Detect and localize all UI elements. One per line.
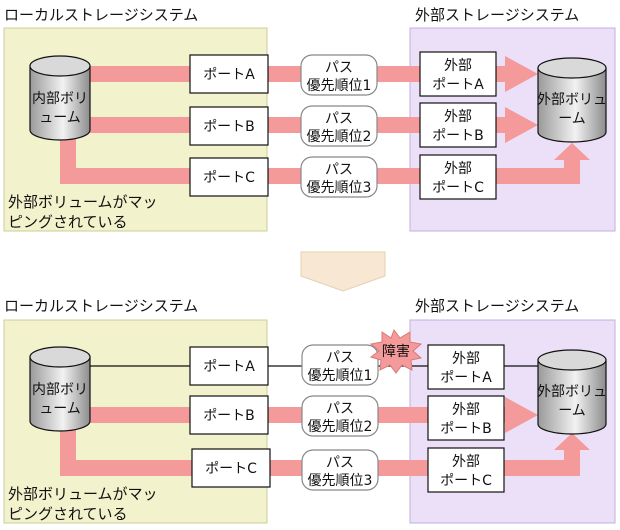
path-priority-1-line1: パス: [325, 60, 353, 76]
path-priority-1-line2: 優先順位1: [307, 78, 372, 94]
path-arrow-b-2-head: [505, 397, 538, 433]
external-port-c-2-line2: ポートC: [440, 473, 492, 489]
path-priority-1-2: パス 優先順位1: [301, 344, 379, 386]
internal-volume-2-line2: ューム: [39, 401, 81, 417]
local-system-title-2: ローカルストレージシステム: [4, 297, 198, 315]
internal-volume: 内部ボリ ューム: [29, 55, 91, 141]
path-arrow-c-2-head: [554, 433, 590, 450]
external-port-a-2-line2: ポートA: [440, 370, 492, 386]
path-arrow-a-head: [505, 56, 538, 92]
external-volume-2-line1: 外部ボリュ: [537, 384, 607, 400]
external-port-b: 外部 ポートB: [419, 102, 497, 148]
path-priority-3: パス 優先順位3: [300, 156, 378, 198]
internal-volume-2: 内部ボリ ューム: [29, 346, 91, 432]
local-port-b-label: ポートB: [203, 119, 255, 135]
internal-volume-label-line1: 内部ボリ: [32, 91, 88, 107]
path-arrow-c-2-riser: [564, 448, 580, 476]
path-priority-2-line1: パス: [325, 111, 353, 127]
path-priority-3-2-line2: 優先順位3: [308, 473, 373, 489]
path-priority-2-2: パス 優先順位2: [301, 395, 379, 437]
external-port-b-line1: 外部: [444, 109, 472, 125]
external-volume-label-line2: ーム: [558, 111, 586, 127]
external-port-a-2: 外部 ポートA: [427, 344, 505, 390]
external-system-title: 外部ストレージシステム: [415, 6, 579, 24]
external-port-a-line2: ポートA: [432, 77, 484, 93]
path-priority-3-2: パス 優先順位3: [301, 449, 379, 491]
path-priority-3-line1: パス: [325, 162, 353, 178]
path-priority-1: パス 優先順位1: [300, 54, 378, 96]
failure-burst-shape: [369, 328, 423, 374]
external-volume-2-line2: ーム: [558, 403, 586, 419]
local-port-c: ポートC: [189, 157, 269, 197]
external-port-c: 外部 ポートC: [419, 154, 497, 200]
local-port-c-label: ポートC: [203, 170, 255, 186]
internal-volume-label-line2: ューム: [39, 110, 81, 126]
mapping-note-2-line2: ピングされている: [8, 505, 128, 523]
path-priority-2-line2: 優先順位2: [307, 129, 372, 145]
path-arrow-c-riser: [564, 158, 580, 184]
local-port-a: ポートA: [189, 54, 269, 94]
path-arrow-b-head: [505, 107, 538, 143]
local-port-c-2: ポートC: [191, 448, 271, 488]
failure-burst: 障害: [369, 328, 423, 374]
external-volume: 外部ボリュ ーム: [537, 57, 607, 143]
external-port-c-line1: 外部: [444, 161, 472, 177]
external-port-b-2: 外部 ポートB: [427, 395, 505, 441]
transition-down-arrow: [300, 251, 386, 292]
path-priority-2-2-line2: 優先順位2: [308, 419, 373, 435]
external-volume-label-line1: 外部ボリュ: [537, 92, 607, 108]
path-priority-1-2-line1: パス: [326, 350, 354, 366]
path-priority-3-2-line1: パス: [326, 455, 354, 471]
local-port-b-2: ポートB: [189, 395, 269, 435]
local-port-a-2: ポートA: [189, 346, 269, 386]
path-priority-3-line2: 優先順位3: [307, 180, 372, 196]
mapping-note-line2: ピングされている: [8, 213, 128, 231]
path-priority-2-2-line1: パス: [326, 401, 354, 417]
local-port-b-2-label: ポートB: [203, 408, 255, 424]
local-port-a-label: ポートA: [203, 67, 255, 83]
mapping-note-2-line1: 外部ボリュームがマッ: [8, 485, 158, 503]
external-port-a: 外部 ポートA: [419, 51, 497, 97]
scenario-failure: ローカルストレージシステム 外部ストレージシステム 内部ボリ ューム: [3, 297, 616, 524]
external-port-c-line2: ポートC: [432, 180, 484, 196]
path-priority-1-2-line2: 優先順位1: [308, 368, 373, 384]
external-port-a-line1: 外部: [444, 58, 472, 74]
external-port-b-2-line2: ポートB: [440, 421, 492, 437]
failure-label: 障害: [382, 344, 410, 360]
scenario-normal: ローカルストレージシステム 外部ストレージシステム 内部ボリ ューム 外部ボリュ: [3, 6, 616, 232]
local-port-c-2-label: ポートC: [205, 461, 257, 477]
external-port-b-2-line1: 外部: [452, 402, 480, 418]
external-volume-2: 外部ボリュ ーム: [537, 349, 607, 435]
external-port-a-2-line1: 外部: [452, 351, 480, 367]
local-system-title: ローカルストレージシステム: [4, 6, 198, 24]
external-port-b-line2: ポートB: [432, 128, 484, 144]
path-priority-2: パス 優先順位2: [300, 105, 378, 147]
external-system-title-2: 外部ストレージシステム: [415, 297, 579, 315]
mapping-note-line1: 外部ボリュームがマッ: [8, 193, 158, 211]
external-port-c-2: 外部 ポートC: [427, 447, 505, 493]
local-port-b: ポートB: [189, 106, 269, 146]
internal-volume-2-line1: 内部ボリ: [32, 382, 88, 398]
external-port-c-2-line1: 外部: [452, 454, 480, 470]
path-arrow-c-head: [554, 143, 590, 160]
local-port-a-2-label: ポートA: [203, 359, 255, 375]
